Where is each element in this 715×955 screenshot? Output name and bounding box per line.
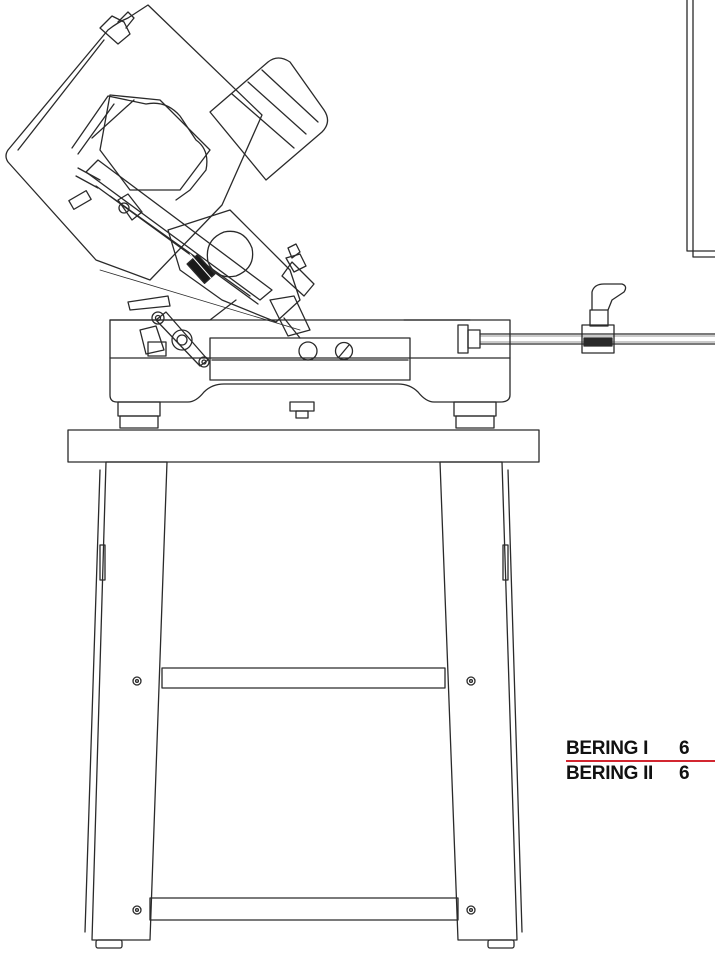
stand-right-foot xyxy=(487,939,515,949)
stand-bolt xyxy=(132,676,142,686)
stand-lower-brace xyxy=(149,897,459,921)
model-code-label: 6 xyxy=(679,738,690,759)
model-name-label: BERING I xyxy=(566,738,649,759)
base-dial-control xyxy=(334,341,354,361)
pivot-arm xyxy=(127,295,210,368)
stand-left-foot xyxy=(95,939,123,949)
stand xyxy=(67,429,540,949)
blade-cover xyxy=(5,4,263,281)
model-row-bering-2: BERING II 6 xyxy=(566,763,715,785)
saw-base xyxy=(109,283,715,429)
stand-right-leg xyxy=(439,461,518,941)
info-box-frame xyxy=(692,0,715,258)
tension-knob xyxy=(186,254,216,284)
stand-left-leg xyxy=(91,461,168,941)
stand-bolt xyxy=(466,905,476,915)
saw-head xyxy=(5,4,329,339)
model-code-label: 6 xyxy=(679,763,690,784)
model-row-bering-1: BERING I 6 xyxy=(566,738,715,760)
motor xyxy=(209,57,329,181)
stand-table-top xyxy=(67,429,540,463)
stand-upper-brace xyxy=(161,667,446,689)
info-box-inner-frame xyxy=(686,0,715,252)
stand-bolt xyxy=(466,676,476,686)
red-divider-rule xyxy=(566,760,715,762)
stock-stop-clamp xyxy=(581,324,615,354)
model-name-label: BERING II xyxy=(566,763,654,784)
base-round-control xyxy=(298,341,318,361)
stand-bolt xyxy=(132,905,142,915)
